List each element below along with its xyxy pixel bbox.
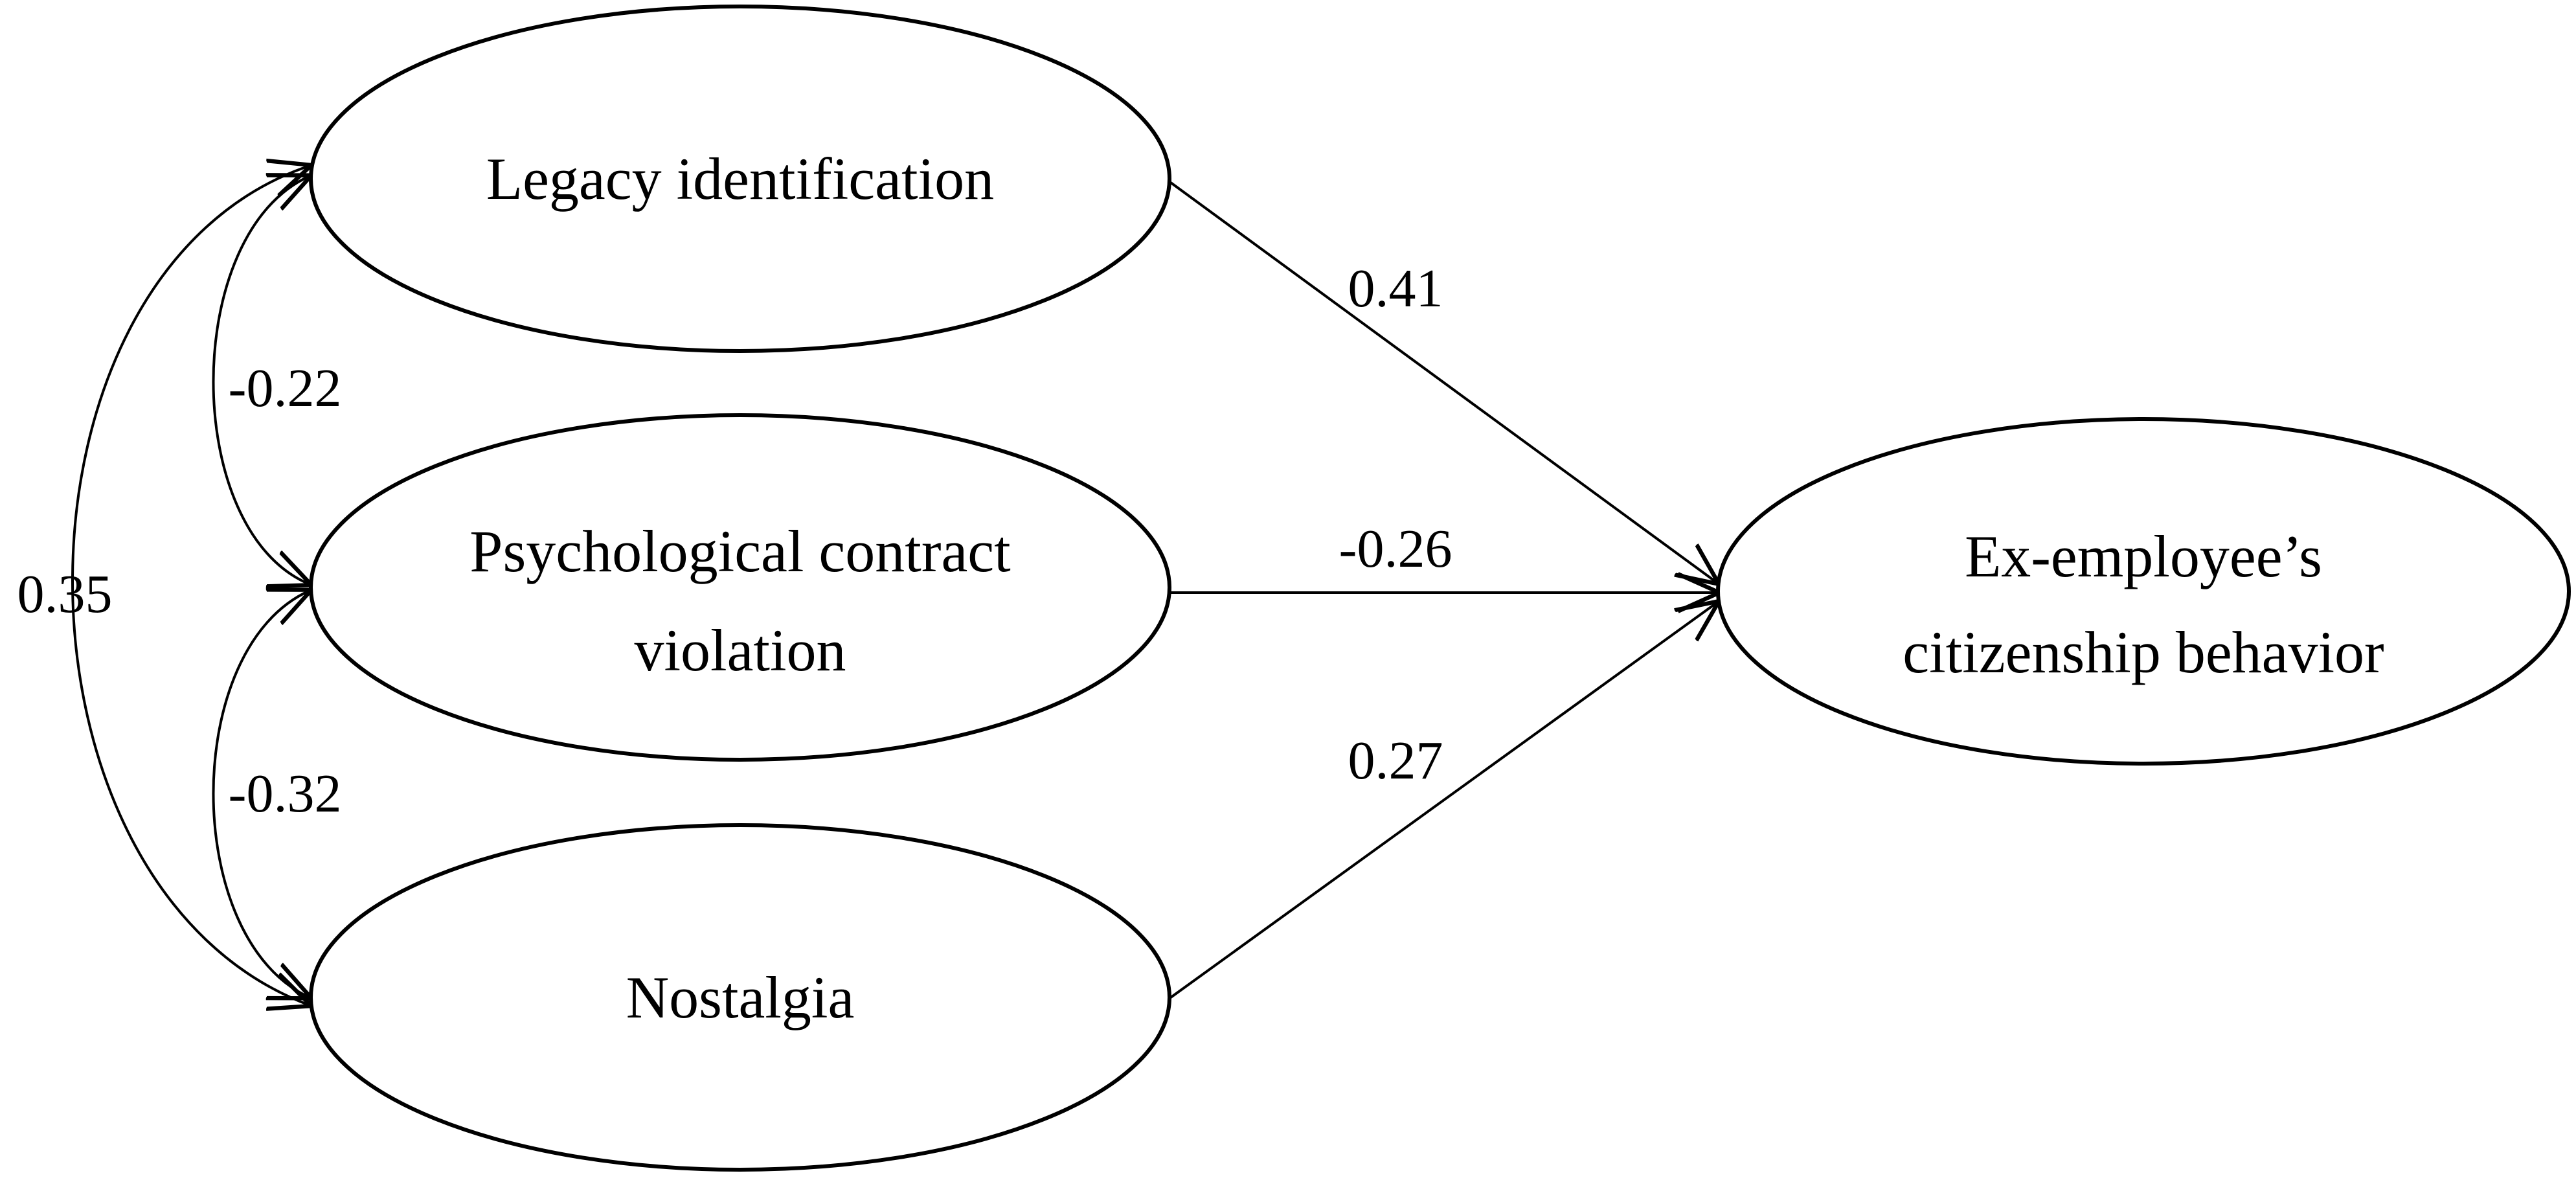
- node-label-line1: Psychological contract: [469, 518, 1011, 584]
- correlation-label-violation-nostalgia: -0.32: [229, 764, 342, 824]
- node-label: Nostalgia: [626, 964, 855, 1030]
- node-label-line2: citizenship behavior: [1903, 619, 2384, 685]
- correlation-arc-legacy-nostalgia: [71, 166, 310, 1005]
- coefficient-label-nostalgia-to-citizenship: 0.27: [1348, 731, 1443, 791]
- node-label-line1: Ex-employee’s: [1965, 523, 2322, 589]
- path-arrow-nostalgia-to-citizenship: [1169, 602, 1717, 999]
- node-legacy-identification: Legacy identification: [309, 5, 1171, 353]
- node-label: Legacy identification: [486, 146, 994, 212]
- path-arrow-legacy-to-citizenship: [1169, 181, 1717, 583]
- node-psychological-contract-violation: Psychological contract violation: [309, 413, 1171, 762]
- correlation-arc-violation-nostalgia: [212, 591, 310, 997]
- node-citizenship-behavior: Ex-employee’s citizenship behavior: [1716, 417, 2571, 766]
- correlation-arc-legacy-violation: [212, 176, 310, 584]
- coefficient-label-violation-to-citizenship: -0.26: [1339, 519, 1452, 579]
- correlation-label-legacy-nostalgia: 0.35: [17, 564, 113, 624]
- coefficient-label-legacy-to-citizenship: 0.41: [1348, 258, 1443, 319]
- correlation-label-legacy-violation: -0.22: [229, 358, 342, 418]
- node-nostalgia: Nostalgia: [309, 823, 1171, 1172]
- node-label-line2: violation: [634, 617, 846, 683]
